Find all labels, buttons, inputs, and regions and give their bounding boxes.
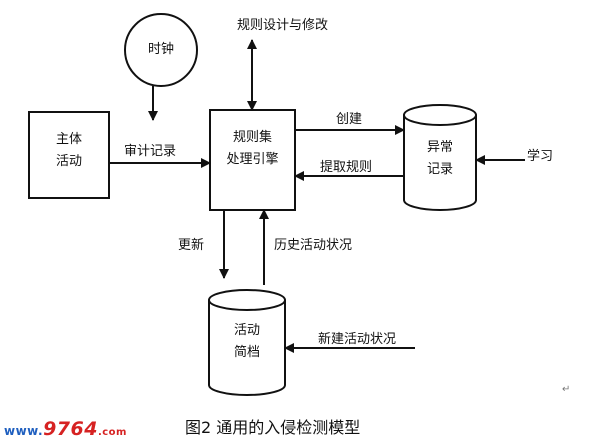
profile-line2: 简档 [233,345,260,360]
activity-profile-cylinder [208,289,286,396]
clock-label: 时钟 [147,42,174,57]
subject-line2: 活动 [55,154,82,169]
figure-footer: www.9764.com 图2 通用的入侵检测模型 [0,410,592,445]
rule-engine-text: 规则集 处理引擎 [210,127,295,171]
figure-caption: 图2 通用的入侵检测模型 [185,418,361,437]
watermark-www: www. [4,424,44,438]
engine-line1: 规则集 [232,130,272,145]
anomaly-line2: 记录 [426,162,453,177]
anomaly-record-cylinder [403,104,477,211]
new-activity-label: 新建活动状况 [318,332,397,347]
audit-label: 审计记录 [124,144,177,159]
subject-line1: 主体 [55,132,82,147]
engine-line2: 处理引擎 [226,152,279,167]
subject-activity-box [28,111,110,199]
watermark-com: .com [97,427,127,438]
paragraph-return-mark: ↵ [562,384,571,395]
clock-node [124,13,198,87]
clock-text: 时钟 [125,39,197,61]
update-label: 更新 [178,238,205,253]
rule-design-label: 规则设计与修改 [237,18,329,33]
create-label: 创建 [336,112,363,127]
watermark-logo: www.9764.com [4,418,127,440]
history-label: 历史活动状况 [274,238,353,253]
anomaly-line1: 异常 [426,140,453,155]
profile-line1: 活动 [233,323,260,338]
diagram-canvas [28,13,525,396]
subject-activity-text: 主体 活动 [29,129,109,173]
activity-profile-text: 活动 简档 [209,320,285,364]
watermark-number: 9764 [43,418,98,440]
learn-label: 学习 [527,149,554,164]
extract-label: 提取规则 [320,160,373,175]
anomaly-record-text: 异常 记录 [404,137,476,181]
